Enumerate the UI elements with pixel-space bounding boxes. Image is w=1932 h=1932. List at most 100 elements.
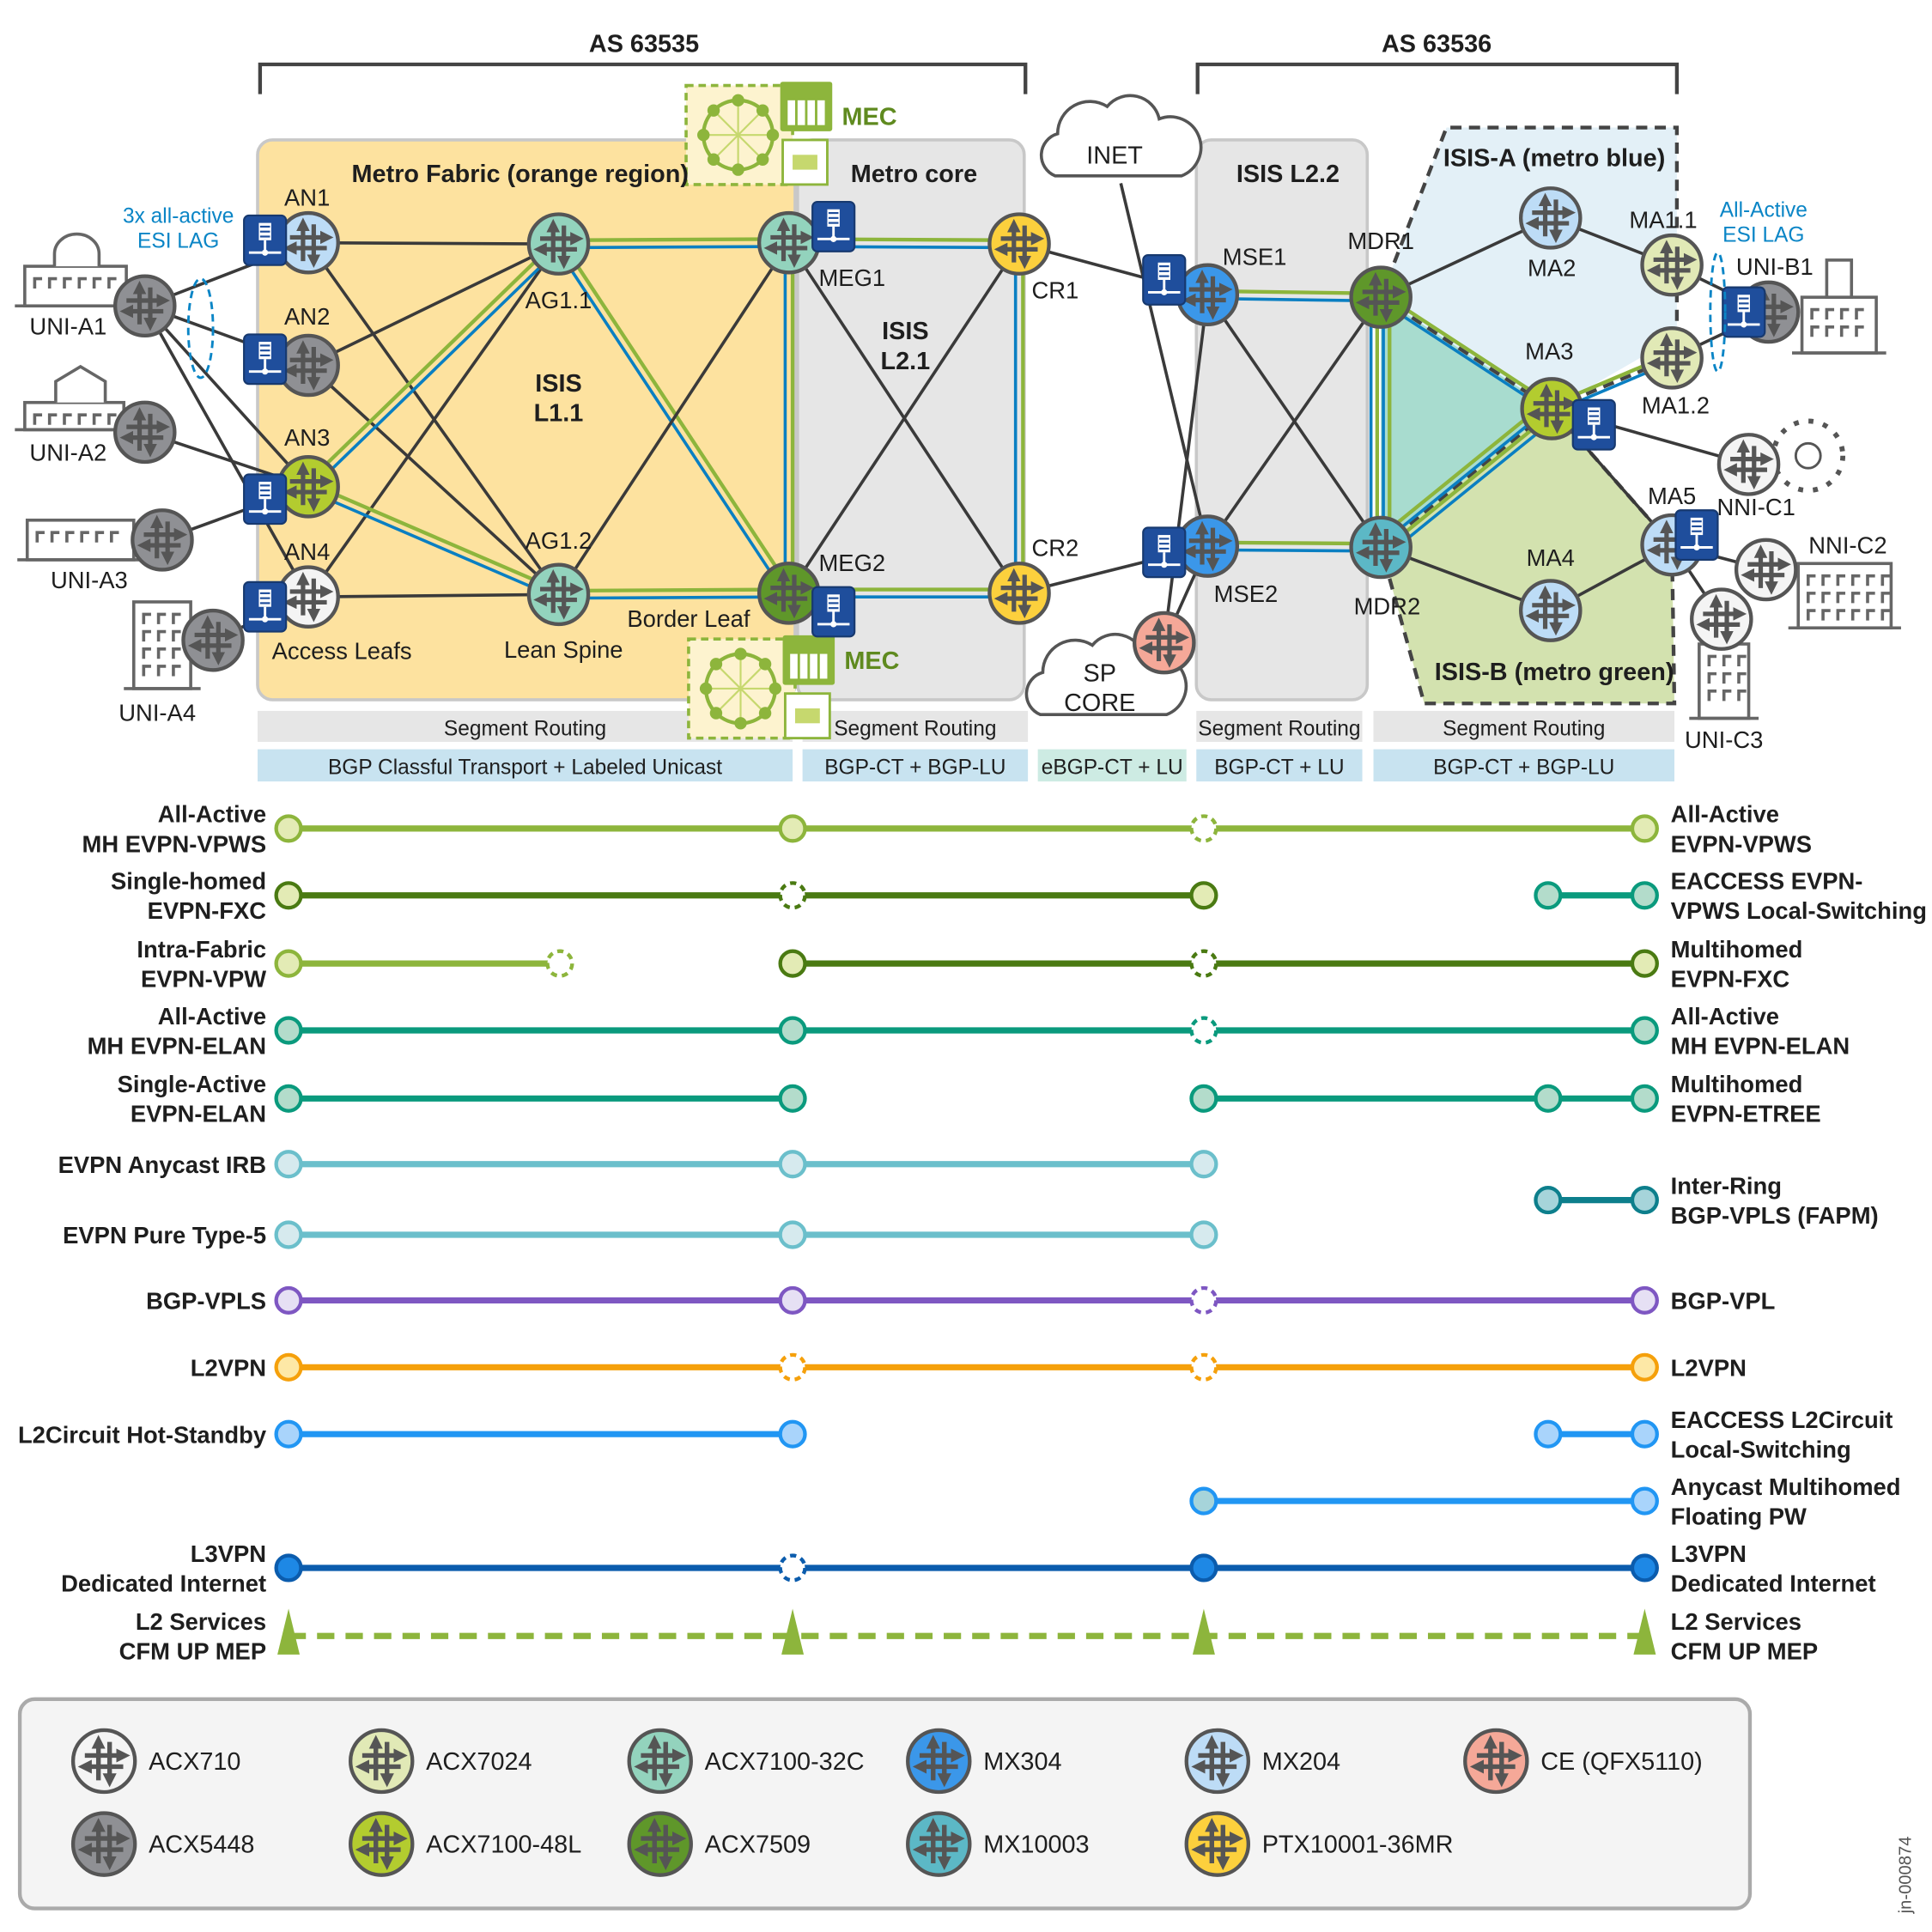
server-icon [811,586,856,638]
legend-router-icon [627,1728,693,1795]
router-ce[interactable] [1132,611,1196,675]
service-label: BGP-VPLS (FAPM) [1671,1202,1879,1229]
router-an2[interactable] [276,333,340,398]
service-label: L3VPN [1671,1540,1747,1567]
server-icon [1674,509,1719,562]
service-label: L3VPN [191,1540,266,1567]
router-mdr1[interactable] [1349,265,1413,329]
node-label: MA1.1 [1629,206,1697,233]
mec-label: MEC [844,647,899,675]
service-label: EVPN-ELAN [131,1101,266,1127]
server-icon [1722,286,1766,338]
node-label: MSE1 [1223,244,1287,270]
link-line [1119,183,1210,547]
router-ma2[interactable] [1518,186,1583,250]
router-ag1.2[interactable] [526,562,591,627]
router-ma1.2[interactable] [1640,326,1704,390]
isis-l11-label: L1.1 [534,399,584,427]
router-an4[interactable] [276,565,340,629]
node-label: UNI-A3 [51,567,128,593]
service-label: VPWS Local-Switching [1671,897,1927,924]
router-mse2[interactable] [1176,514,1240,578]
link-line [1162,295,1210,643]
mep-marker [781,1608,805,1655]
service-endpoint [1630,1285,1659,1315]
legend-item: ACX7509 [627,1811,811,1877]
router-ag1.1[interactable] [526,212,591,276]
node-label: NNI-C2 [1808,532,1886,559]
campus-building-icon [17,518,144,562]
transit-endpoint [1189,1016,1218,1045]
link-line [1378,405,1552,547]
service-row: EVPN Anycast IRB [58,1150,1218,1179]
node-label: MA3 [1525,337,1573,364]
router-uni-a2[interactable] [112,400,177,465]
legend-label: ACX7024 [426,1748,532,1776]
segment-routing-label: Segment Routing [1198,718,1360,741]
transport-band [1037,749,1187,782]
server-icon [243,580,288,633]
router-nni-c2[interactable] [1734,538,1798,602]
service-endpoint [778,1084,807,1113]
link-line [304,240,557,486]
service-label: Intra-Fabric [137,936,266,963]
service-endpoint [1630,1419,1659,1449]
router-cr1[interactable] [987,212,1051,276]
border-leaf-label: Border Leaf [627,605,750,632]
link-AN2-AG1.1 [307,242,560,368]
router-mdr2[interactable] [1349,515,1413,580]
router-uni-a4[interactable] [181,608,245,672]
router-meg2[interactable] [756,562,821,625]
service-row: Single-ActiveEVPN-ELANMultihomedEVPN-ETR… [118,1071,1821,1127]
legend-router-icon [349,1811,415,1877]
node-label: AG1.2 [526,527,592,554]
router-ma1.1[interactable] [1640,233,1704,297]
router-cr2[interactable] [987,562,1051,625]
router-mse1[interactable] [1176,263,1240,327]
router-an1[interactable] [276,210,340,275]
transit-endpoint [1189,1285,1218,1315]
link-AG1.2-MEG1 [556,241,791,596]
link-line [558,237,789,242]
node-label: UNI-A4 [118,699,196,726]
school-building-icon [15,400,134,432]
legend-item: ACX7100-32C [627,1728,865,1795]
skyscraper-top-icon [1825,258,1854,299]
legend-label: ACX7100-48L [426,1832,581,1859]
isis-l22-label: ISIS L2.2 [1236,161,1340,188]
service-endpoint [1630,949,1659,978]
link-AG1.1-MEG1 [558,237,789,250]
router-meg1[interactable] [756,210,821,275]
legend-router-icon [1463,1728,1529,1795]
link-line [1374,400,1548,543]
link-line [307,242,560,368]
sp-core-cloud [1024,632,1188,717]
router-uni-a1[interactable] [112,274,177,338]
router-uni-c3[interactable] [1690,587,1753,651]
node-label: CR2 [1031,535,1078,562]
link-CR1-CR2 [1013,244,1025,593]
transport-label: BGP-CT + BGP-LU [824,756,1005,779]
service-endpoint [1189,1553,1218,1583]
service-endpoint [1189,881,1218,910]
router-uni-a3[interactable] [131,508,194,572]
link-AN2-AG1.2 [307,364,560,596]
router-an3[interactable] [276,455,340,519]
router-ma4[interactable] [1518,579,1583,642]
service-label: EACCESS EVPN- [1671,868,1863,895]
mec-block [684,82,833,186]
service-label: Dedicated Internet [61,1570,266,1596]
service-label: All-Active [158,801,266,828]
inet-label: INET [1086,142,1143,169]
link-MSE2-MDR1 [1206,296,1382,548]
service-endpoint [778,814,807,843]
link-line [1382,410,1556,552]
legend-item: MX204 [1184,1728,1340,1795]
link-INET-MSE2 [1119,183,1210,547]
segment-routing-band [1373,710,1674,742]
router-nni-c1[interactable] [1716,433,1781,496]
service-endpoint [1189,1084,1218,1113]
